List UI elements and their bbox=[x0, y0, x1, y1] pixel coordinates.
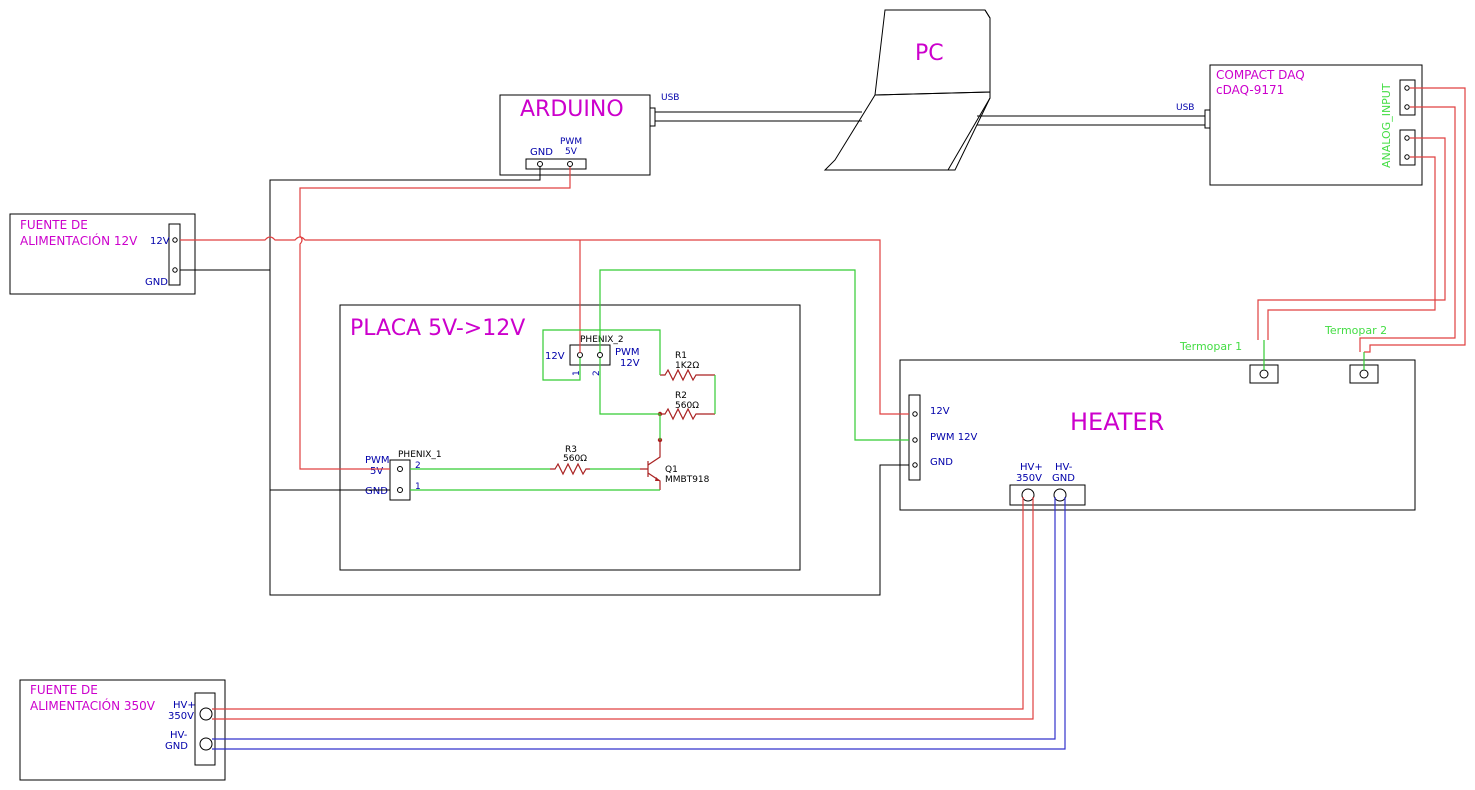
arduino-usb-label: USB bbox=[661, 93, 679, 103]
psu350-hvm-label: HV- bbox=[170, 730, 188, 741]
arduino-title: ARDUINO bbox=[520, 97, 624, 122]
psu12-line1: FUENTE DE bbox=[20, 218, 88, 232]
heater-350v-label: 350V bbox=[1016, 473, 1042, 484]
psu-350v-block: FUENTE DE ALIMENTACIÓN 350V HV+ 350V HV-… bbox=[19, 679, 226, 781]
psu12-gnd-label: GND bbox=[145, 277, 168, 288]
phenix1-5v-label: 5V bbox=[370, 466, 383, 477]
daq-analog-label: ANALOG_INPUT bbox=[1380, 83, 1393, 168]
r3-label: R3 bbox=[565, 445, 577, 455]
phenix2-12v-label: 12V bbox=[545, 351, 565, 362]
daq-line1: COMPACT DAQ bbox=[1216, 68, 1305, 82]
heater-12v-label: 12V bbox=[930, 406, 950, 417]
r1-label: R1 bbox=[675, 351, 687, 361]
phenix1-label: PHENIX_1 bbox=[398, 450, 442, 460]
placa-title: PLACA 5V->12V bbox=[350, 316, 525, 341]
heater-title: HEATER bbox=[1070, 408, 1164, 436]
arduino-gnd-label: GND bbox=[530, 147, 553, 158]
arduino-5v-label: 5V bbox=[565, 147, 578, 157]
phenix2-12-label: 12V bbox=[620, 358, 640, 369]
psu350-350v-label: 350V bbox=[168, 711, 194, 722]
psu12-line2: ALIMENTACIÓN 12V bbox=[20, 233, 138, 248]
daq-block: COMPACT DAQ cDAQ-9171 USB ANALOG_INPUT bbox=[1176, 64, 1423, 186]
pc-title: PC bbox=[915, 41, 944, 66]
psu-12v-block: FUENTE DE ALIMENTACIÓN 12V 12V GND bbox=[9, 213, 196, 295]
heater-block: HEATER 12V PWM 12V GND HV+ 350V HV- GND … bbox=[899, 324, 1416, 511]
r2-value: 560Ω bbox=[675, 401, 699, 411]
green-signal-wires bbox=[410, 269, 1365, 491]
heater-hvm-label: HV- bbox=[1055, 462, 1073, 473]
arduino-block: ARDUINO GND PWM 5V USB bbox=[499, 93, 679, 176]
psu12-12v-label: 12V bbox=[150, 236, 170, 247]
phenix1-pin2: 2 bbox=[415, 461, 421, 471]
psu350-line2: ALIMENTACIÓN 350V bbox=[30, 698, 156, 713]
heater-hvp-label: HV+ bbox=[1020, 462, 1043, 473]
pc-laptop: PC bbox=[823, 9, 991, 171]
psu350-hvp-label: HV+ bbox=[173, 700, 196, 711]
r1-value: 1K2Ω bbox=[675, 361, 699, 371]
phenix1-gnd-label: GND bbox=[365, 486, 388, 497]
phenix2-pin2: 2 bbox=[592, 370, 602, 376]
phenix1-pwm-label: PWM bbox=[365, 455, 390, 466]
q1-value: MMBT918 bbox=[665, 475, 710, 485]
phenix2-pin1: 1 bbox=[572, 370, 582, 376]
r3-value: 560Ω bbox=[563, 454, 587, 464]
termopar1-label: Termopar 1 bbox=[1179, 340, 1242, 353]
blue-hv-wires bbox=[212, 497, 1066, 750]
psu350-gnd-label: GND bbox=[165, 741, 188, 752]
placa-block: PLACA 5V->12V PHENIX_2 12V PWM 12V 1 2 R… bbox=[339, 304, 801, 571]
termopar2-label: Termopar 2 bbox=[1324, 324, 1387, 337]
phenix2-pwm-label: PWM bbox=[615, 347, 640, 358]
black-gnd-wires bbox=[180, 167, 909, 596]
phenix1-pin1: 1 bbox=[415, 482, 421, 492]
heater-hvgnd-label: GND bbox=[1052, 473, 1075, 484]
q1-label: Q1 bbox=[665, 465, 678, 475]
daq-line2: cDAQ-9171 bbox=[1216, 83, 1284, 97]
heater-gnd-label: GND bbox=[930, 457, 953, 468]
psu350-line1: FUENTE DE bbox=[30, 683, 98, 697]
red-power-wires bbox=[180, 87, 1466, 720]
phenix2-label: PHENIX_2 bbox=[580, 335, 624, 345]
r2-label: R2 bbox=[675, 391, 687, 401]
daq-usb-label: USB bbox=[1176, 103, 1194, 113]
arduino-pwm-label: PWM bbox=[560, 137, 582, 147]
usb-cables bbox=[655, 111, 1205, 126]
heater-pwm-label: PWM 12V bbox=[930, 432, 977, 443]
